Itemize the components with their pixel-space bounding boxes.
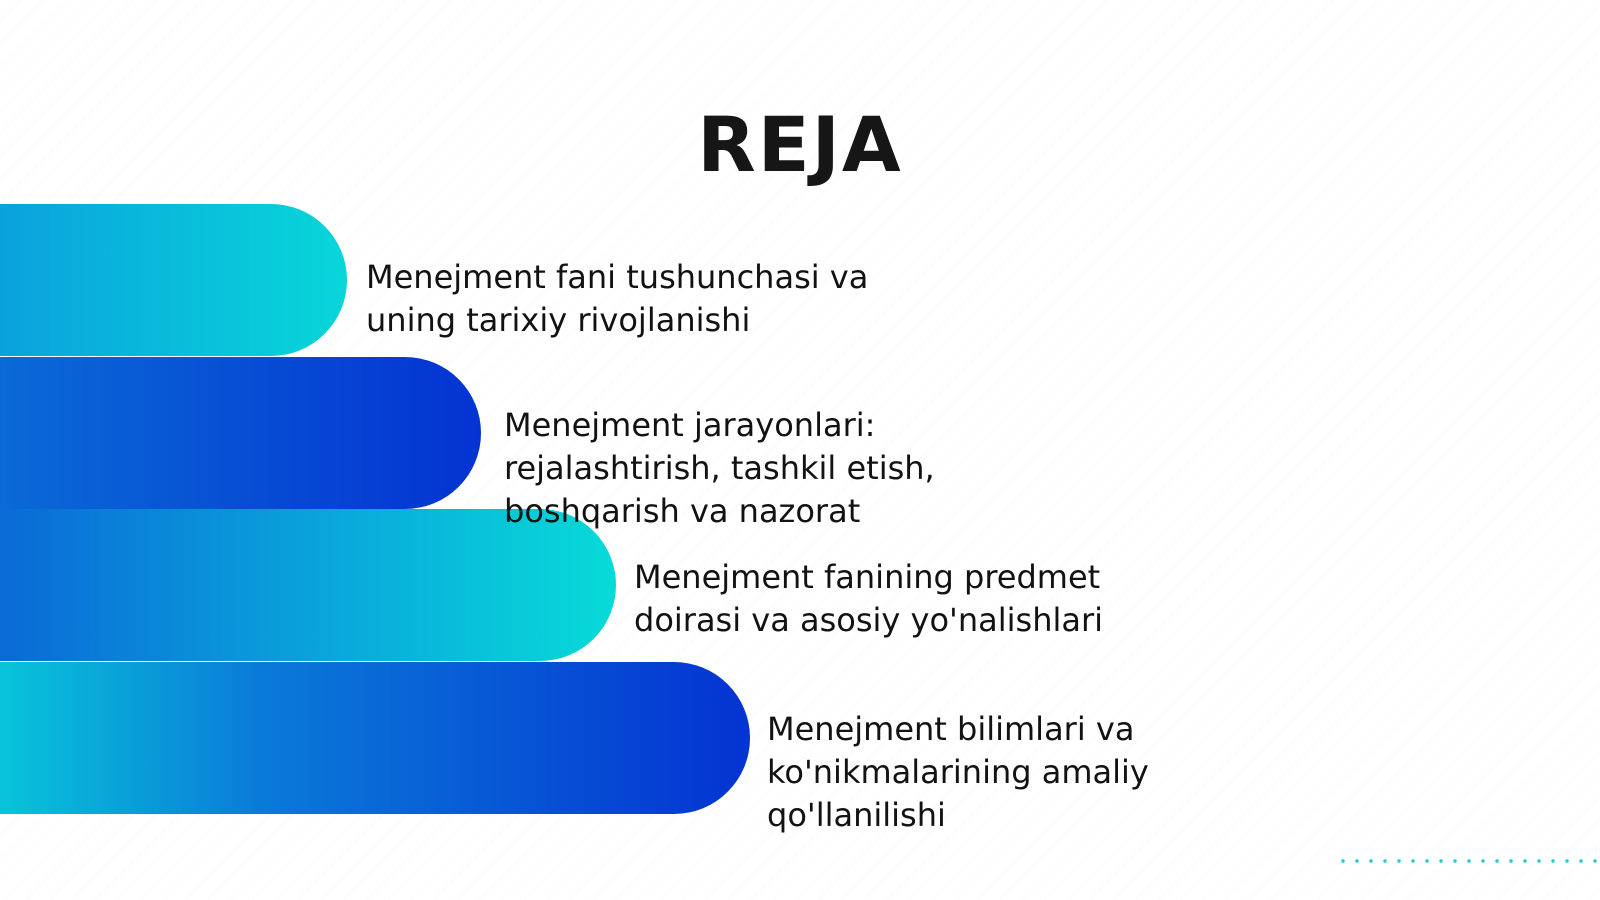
plan-item-2-line-3: boshqarish va nazorat	[504, 492, 861, 530]
plan-item-1-line-1: Menejment fani tushunchasi va	[366, 258, 869, 296]
plan-item-1: Menejment fani tushunchasi va uning tari…	[366, 256, 868, 342]
plan-item-3-line-1: Menejment fanining predmet	[634, 558, 1101, 596]
slide-title: REJA	[697, 100, 903, 189]
plan-item-4-line-1: Menejment bilimlari va	[767, 710, 1135, 748]
plan-item-4-line-3: qo'llanilishi	[767, 796, 946, 834]
plan-item-3: Menejment fanining predmet doirasi va as…	[634, 556, 1103, 642]
plan-bar-2	[0, 357, 481, 509]
plan-item-4-line-2: ko'nikmalarining amaliy	[767, 753, 1149, 791]
plan-bar-1	[0, 204, 347, 356]
plan-item-3-line-2: doirasi va asosiy yo'nalishlari	[634, 601, 1104, 639]
plan-item-2-line-2: rejalashtirish, tashkil etish,	[504, 449, 935, 487]
plan-bar-4	[0, 662, 750, 814]
plan-item-4: Menejment bilimlari va ko'nikmalarining …	[767, 708, 1149, 837]
plan-bar-3	[0, 509, 616, 661]
plan-item-2: Menejment jarayonlari: rejalashtirish, t…	[504, 404, 935, 533]
plan-item-2-line-1: Menejment jarayonlari:	[504, 406, 876, 444]
dotted-line-decoration	[1336, 858, 1600, 864]
plan-item-1-line-2: uning tarixiy rivojlanishi	[366, 301, 751, 339]
